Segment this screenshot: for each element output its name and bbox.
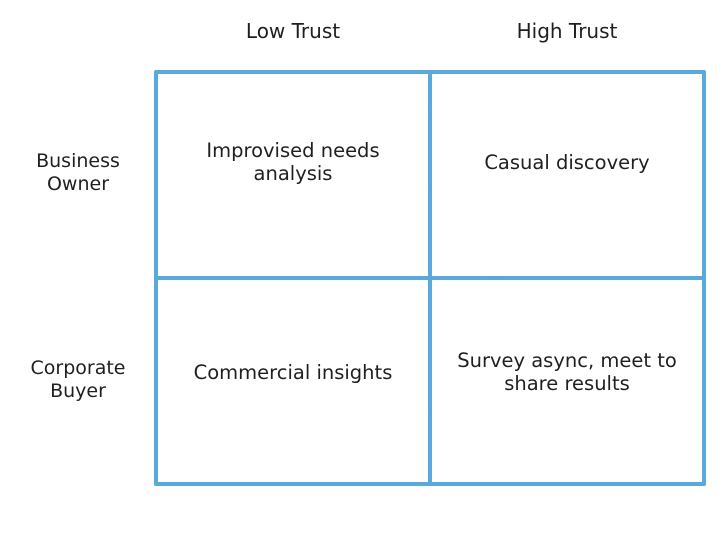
row-header-corporate-buyer-line1: Corporate	[30, 357, 126, 379]
grid-divider-horizontal-texture	[155, 276, 705, 280]
cell-business-owner-low-trust-text: Improvised needs analysis	[206, 139, 380, 185]
column-header-high-trust: High Trust	[516, 19, 618, 43]
cell-corporate-buyer-high-trust: Survey async, meet to share results	[430, 278, 704, 484]
row-header-business-owner-line2: Owner	[46, 173, 110, 195]
row-header-business-owner-line1: Business	[36, 150, 120, 172]
cell-corporate-buyer-low-trust-text: Commercial insights	[193, 360, 393, 384]
grid-lines	[154, 70, 706, 486]
row-header-corporate-buyer: Corporate Buyer	[0, 357, 156, 403]
cell-business-owner-low-trust: Improvised needs analysis	[156, 72, 430, 278]
row-header-business-owner: Business Owner	[0, 150, 156, 196]
cell-business-owner-high-trust-text: Casual discovery	[484, 150, 650, 174]
row-header-corporate-buyer-line2: Buyer	[50, 380, 106, 402]
cell-corporate-buyer-high-trust-text: Survey async, meet to share results	[457, 349, 677, 395]
quadrant-grid: Improvised needs analysis Casual discove…	[154, 70, 706, 486]
cell-corporate-buyer-low-trust: Commercial insights	[156, 278, 430, 484]
column-header-low-trust: Low Trust	[245, 19, 341, 43]
cell-business-owner-high-trust: Casual discovery	[430, 72, 704, 278]
